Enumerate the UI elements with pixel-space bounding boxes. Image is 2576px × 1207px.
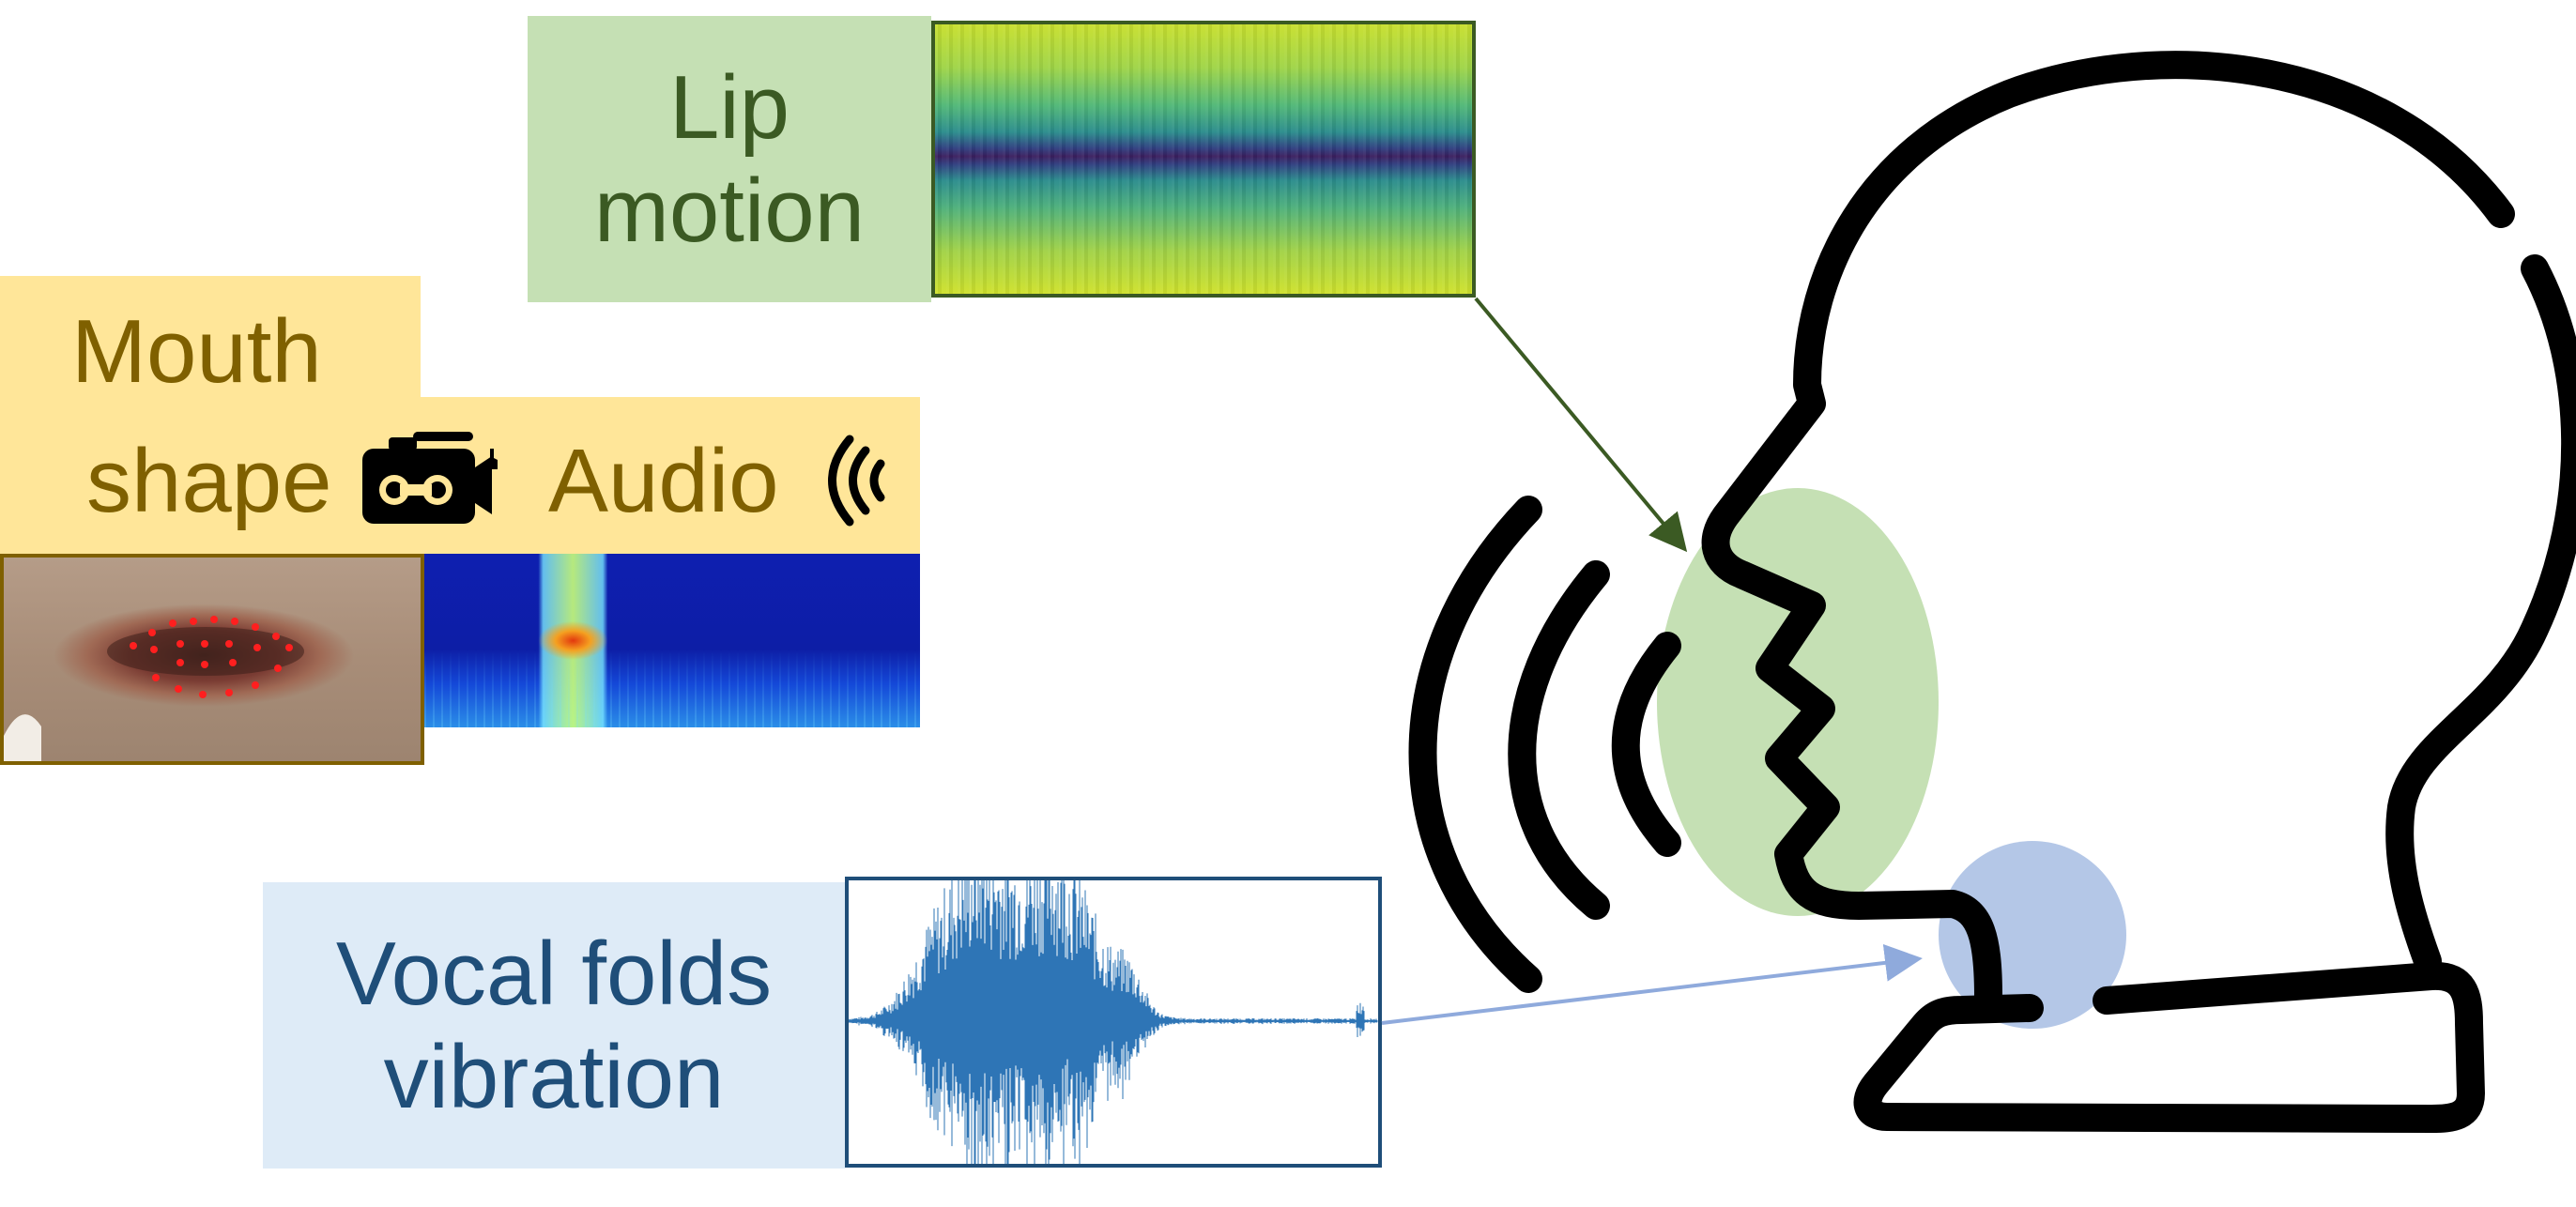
audio-spectrogram bbox=[424, 554, 920, 727]
vocal-folds-arrow bbox=[1381, 943, 1923, 1025]
lip-motion-spectrogram bbox=[931, 21, 1476, 298]
waveform-trace bbox=[848, 834, 1378, 1205]
speech-waves-icon bbox=[1408, 496, 1681, 993]
vibration-waveform bbox=[848, 834, 1378, 1205]
vocal-folds-label: Vocal folds vibration bbox=[263, 882, 845, 1169]
lip-landmarks bbox=[4, 616, 304, 761]
sound-waves-icon bbox=[828, 435, 885, 527]
mouth-shape-text-2: shape bbox=[86, 431, 332, 531]
lip-motion-text-2: motion bbox=[593, 160, 866, 261]
lip-motion-text-1: Lip bbox=[668, 57, 790, 159]
chin-highlight bbox=[4, 714, 41, 761]
lip-motion-arrow bbox=[1474, 297, 1688, 553]
mouth-shape-text-1: Mouth bbox=[71, 301, 322, 402]
audio-text: Audio bbox=[548, 431, 779, 531]
speaking-head-icon bbox=[1701, 51, 2576, 1133]
vocal-folds-text-2: vibration bbox=[383, 1026, 725, 1127]
vocal-folds-text-1: Vocal folds bbox=[335, 924, 773, 1025]
lip-photo bbox=[0, 554, 424, 765]
video-camera-icon-details bbox=[379, 475, 452, 505]
lip-motion-label: Lip motion bbox=[528, 16, 931, 302]
vibration-waveform-box bbox=[845, 834, 1382, 1205]
